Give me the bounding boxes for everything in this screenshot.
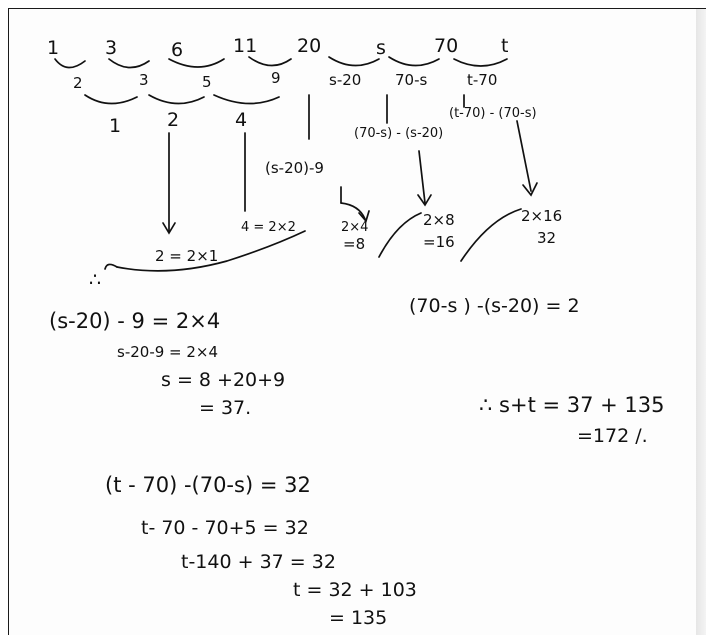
seq-row3-diff: 2 (167, 109, 180, 131)
seq-row1-term: 70 (434, 35, 459, 57)
solve-t-line: t- 70 - 70+5 = 32 (141, 517, 309, 539)
seq-row1-term: 20 (297, 35, 322, 57)
seq-row2-diff: 3 (139, 71, 149, 89)
seq-row2-diff: s-20 (329, 71, 362, 89)
pattern-term: 32 (537, 229, 557, 247)
pattern-term: 2 = 2×1 (155, 247, 219, 265)
seq-row2-diff: 5 (202, 73, 212, 91)
pattern-term: =8 (343, 235, 366, 253)
ink-strokes (54, 56, 538, 272)
seq-row1-term: t (501, 35, 509, 57)
seq-row1-term: s (376, 37, 386, 59)
solve-s-line: s-20-9 = 2×4 (117, 343, 219, 361)
second-diff-expr: (t-70) - (70-s) (449, 106, 537, 121)
solve-t-line: t-140 + 37 = 32 (181, 551, 336, 573)
pattern-term: 2×16 (521, 207, 563, 225)
solve-t-line: = 135 (329, 607, 388, 629)
second-diff-expr: (70-s) - (s-20) (354, 126, 444, 141)
answer-line: =172 /. (577, 425, 648, 447)
pattern-term: 2×4 (341, 220, 369, 235)
seq-row1-term: 3 (105, 37, 118, 59)
seq-row1-term: 1 (47, 37, 60, 59)
solve-t-line: t = 32 + 103 (293, 579, 417, 601)
seq-row2-diff: 70-s (395, 71, 428, 89)
seq-row1-term: 6 (171, 39, 184, 61)
seq-row2-diff: 2 (73, 74, 83, 92)
pattern-term: =16 (423, 233, 455, 251)
therefore-symbol: ∴ (89, 269, 102, 291)
seq-row2-diff: 9 (271, 69, 281, 87)
seq-row1-term: 11 (233, 35, 258, 57)
seq-row3-diff: 1 (109, 115, 122, 137)
seq-row2-diff: t-70 (467, 71, 498, 89)
pattern-term: 2×8 (423, 211, 455, 229)
check-equation: (70-s ) -(s-20) = 2 (409, 295, 580, 317)
solve-s-line: = 37. (199, 397, 252, 419)
solve-t-line: (t - 70) -(70-s) = 32 (105, 473, 311, 497)
pattern-term: 4 = 2×2 (241, 220, 296, 235)
solve-s-line: (s-20) - 9 = 2×4 (49, 309, 221, 333)
seq-row3-diff: 4 (235, 109, 248, 131)
second-diff-expr: (s-20)-9 (265, 159, 324, 177)
handwritten-page: 1 3 6 11 20 s 70 t 2 3 5 9 s-20 70-s t-7… (8, 8, 706, 635)
answer-line: ∴ s+t = 37 + 135 (479, 393, 665, 417)
solve-s-line: s = 8 +20+9 (161, 369, 286, 391)
